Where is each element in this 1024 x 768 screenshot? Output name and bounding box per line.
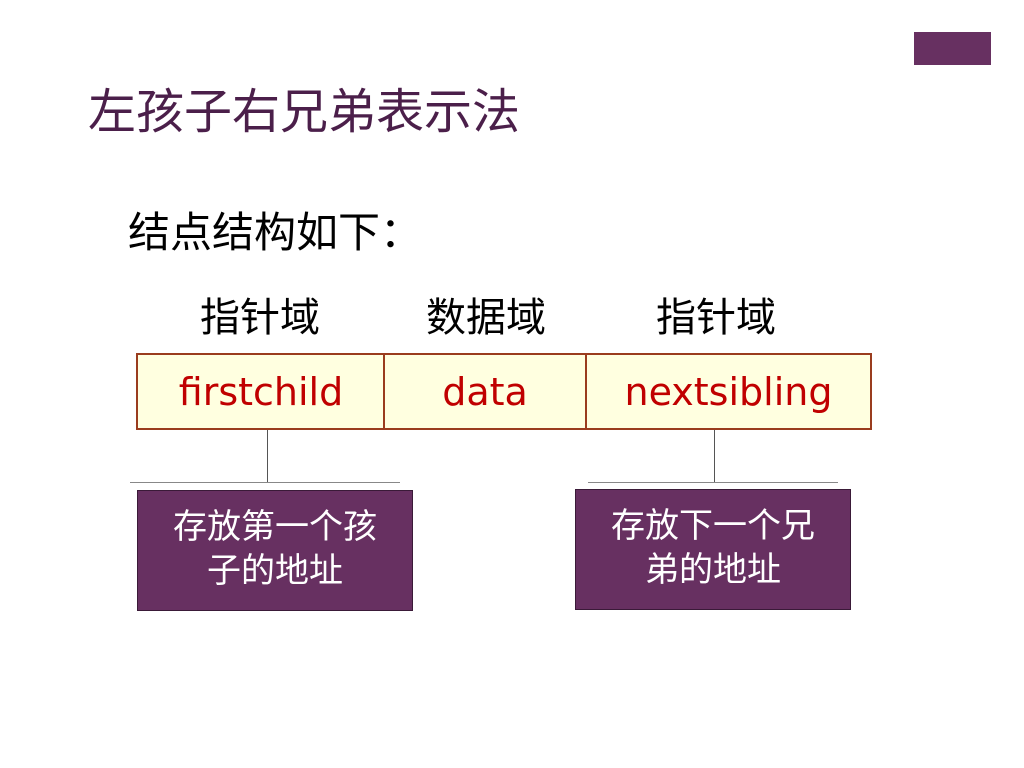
- connector-firstchild: [267, 430, 268, 482]
- baseline-firstchild: [130, 482, 400, 483]
- node-divider-2: [585, 355, 587, 428]
- node-cell-firstchild: firstchild: [178, 369, 344, 414]
- subtitle: 结点结构如下：: [128, 208, 423, 257]
- node-structure: firstchild data nextsibling: [136, 353, 872, 430]
- desc-box-firstchild: 存放第一个孩 子的地址: [137, 490, 413, 611]
- node-cell-data: data: [442, 369, 528, 414]
- node-divider-1: [383, 355, 385, 428]
- field-label-data: 数据域: [426, 295, 546, 341]
- node-cell-nextsibling: nextsibling: [624, 369, 833, 414]
- field-label-pointer-right: 指针域: [656, 295, 776, 341]
- slide-title: 左孩子右兄弟表示法: [88, 84, 521, 140]
- field-label-pointer-left: 指针域: [200, 295, 320, 341]
- desc-box-nextsibling: 存放下一个兄 弟的地址: [575, 489, 851, 610]
- connector-nextsibling: [714, 430, 715, 482]
- corner-accent-block: [914, 32, 991, 65]
- baseline-nextsibling: [588, 482, 838, 483]
